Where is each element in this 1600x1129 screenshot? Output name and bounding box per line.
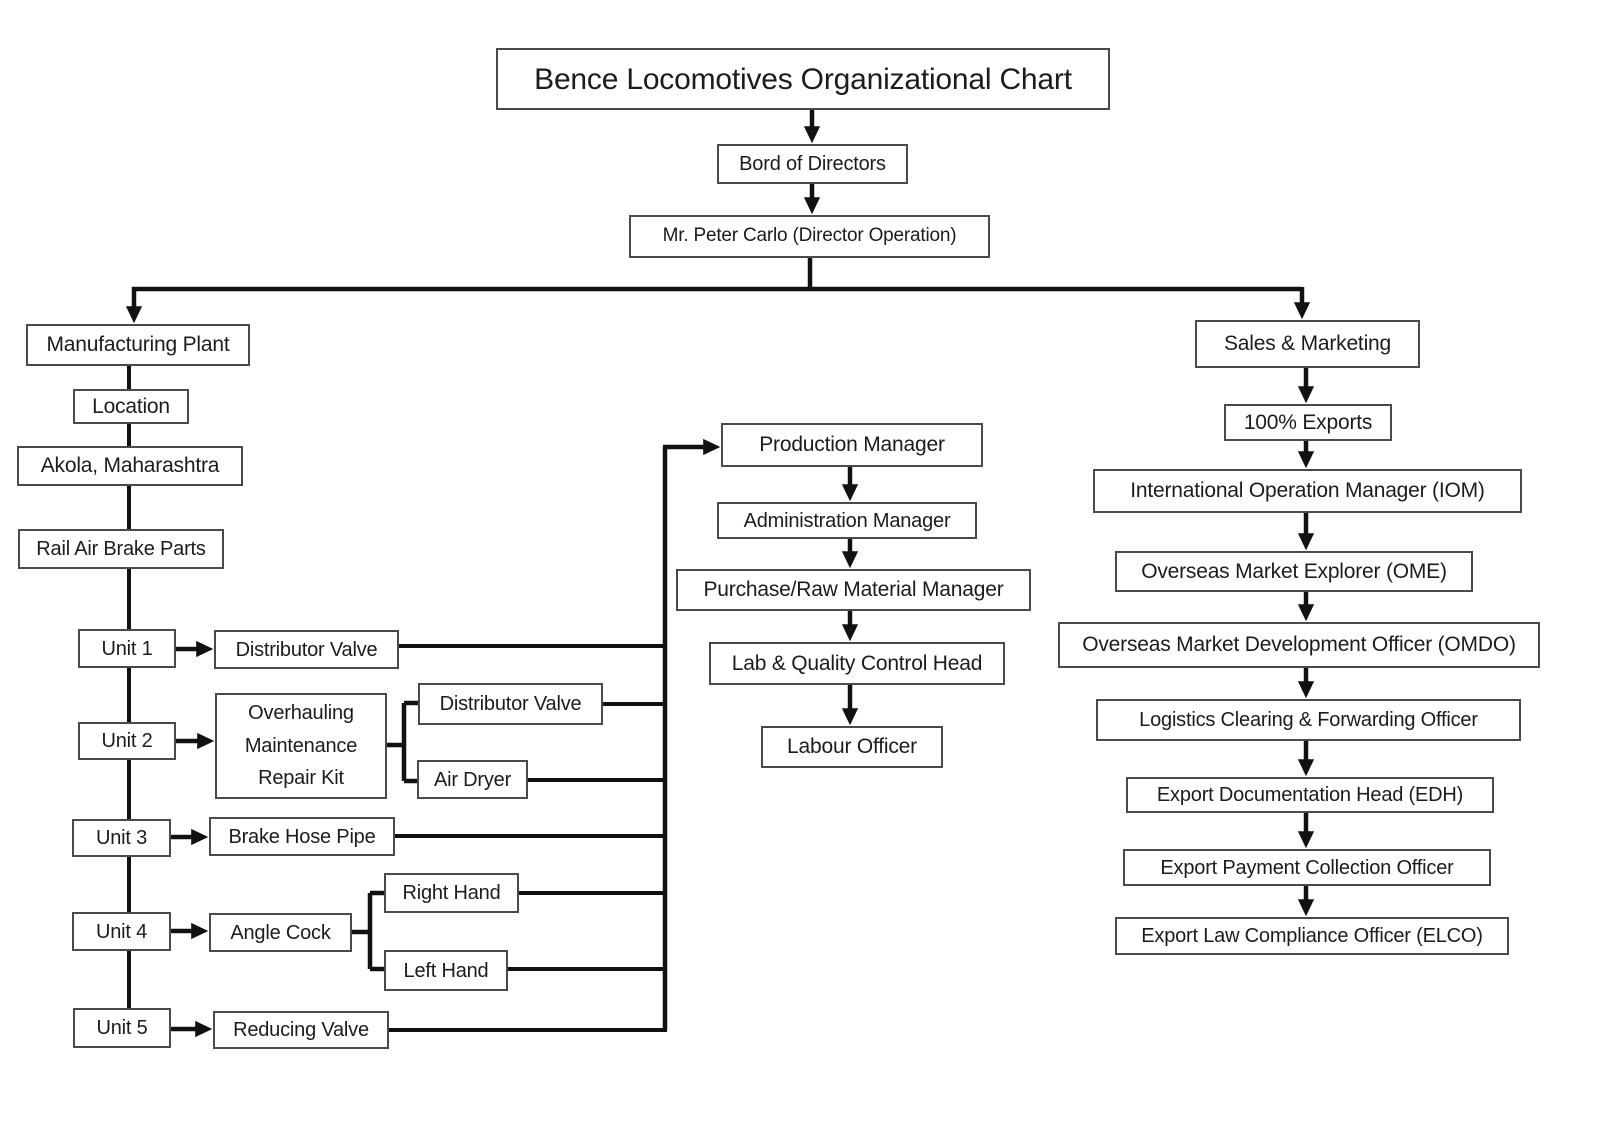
node-export-payment-collection-officer: Export Payment Collection Officer — [1123, 849, 1491, 886]
node-unit-4: Unit 4 — [72, 912, 171, 951]
node-rail-air-brake-parts: Rail Air Brake Parts — [18, 529, 224, 569]
unit-arrows — [171, 640, 215, 1038]
node-overseas-market-development-officer: Overseas Market Development Officer (OMD… — [1058, 622, 1540, 668]
node-unit-2: Unit 2 — [78, 722, 176, 760]
node-unit-5: Unit 5 — [73, 1008, 171, 1048]
node-unit-3: Unit 3 — [72, 819, 171, 857]
node-unit1-distributor-valve: Distributor Valve — [214, 630, 399, 669]
node-brake-hose-pipe: Brake Hose Pipe — [209, 817, 395, 856]
repair-kit-line-2: Maintenance — [244, 734, 358, 757]
node-export-law-compliance-officer: Export Law Compliance Officer (ELCO) — [1115, 917, 1509, 955]
top-connectors — [125, 110, 1311, 324]
node-lab-quality-control-head: Lab & Quality Control Head — [709, 642, 1005, 685]
node-overseas-market-explorer: Overseas Market Explorer (OME) — [1115, 551, 1473, 592]
trunk-line — [662, 438, 721, 1030]
node-unit-1: Unit 1 — [78, 629, 176, 668]
node-board-of-directors: Bord of Directors — [717, 144, 908, 184]
node-production-manager: Production Manager — [721, 423, 983, 467]
node-administration-manager: Administration Manager — [717, 502, 977, 539]
node-angle-cock: Angle Cock — [209, 913, 352, 952]
node-manufacturing-plant: Manufacturing Plant — [26, 324, 250, 366]
node-export-documentation-head: Export Documentation Head (EDH) — [1126, 777, 1494, 813]
node-location-value: Akola, Maharashtra — [17, 446, 243, 486]
node-reducing-valve: Reducing Valve — [213, 1011, 389, 1049]
chart-title: Bence Locomotives Organizational Chart — [496, 48, 1110, 110]
node-labour-officer: Labour Officer — [761, 726, 943, 768]
node-overhauling-maintenance-repair-kit: Overhauling Maintenance Repair Kit — [215, 693, 387, 799]
node-air-dryer: Air Dryer — [417, 760, 528, 799]
node-sales-marketing: Sales & Marketing — [1195, 320, 1420, 368]
node-director-operation: Mr. Peter Carlo (Director Operation) — [629, 215, 990, 258]
node-logistics-clearing-forwarding-officer: Logistics Clearing & Forwarding Officer — [1096, 699, 1521, 741]
node-unit2-distributor-valve: Distributor Valve — [418, 683, 603, 725]
node-international-operation-manager: International Operation Manager (IOM) — [1093, 469, 1522, 513]
node-purchase-raw-material-manager: Purchase/Raw Material Manager — [676, 569, 1031, 611]
node-100-exports: 100% Exports — [1224, 404, 1392, 441]
split-brackets — [352, 700, 418, 972]
node-right-hand: Right Hand — [384, 873, 519, 913]
repair-kit-line-3: Repair Kit — [258, 767, 344, 790]
node-left-hand: Left Hand — [384, 950, 508, 991]
repair-kit-line-1: Overhauling — [248, 702, 354, 725]
collector-lines — [389, 644, 667, 1032]
node-location: Location — [73, 389, 189, 424]
